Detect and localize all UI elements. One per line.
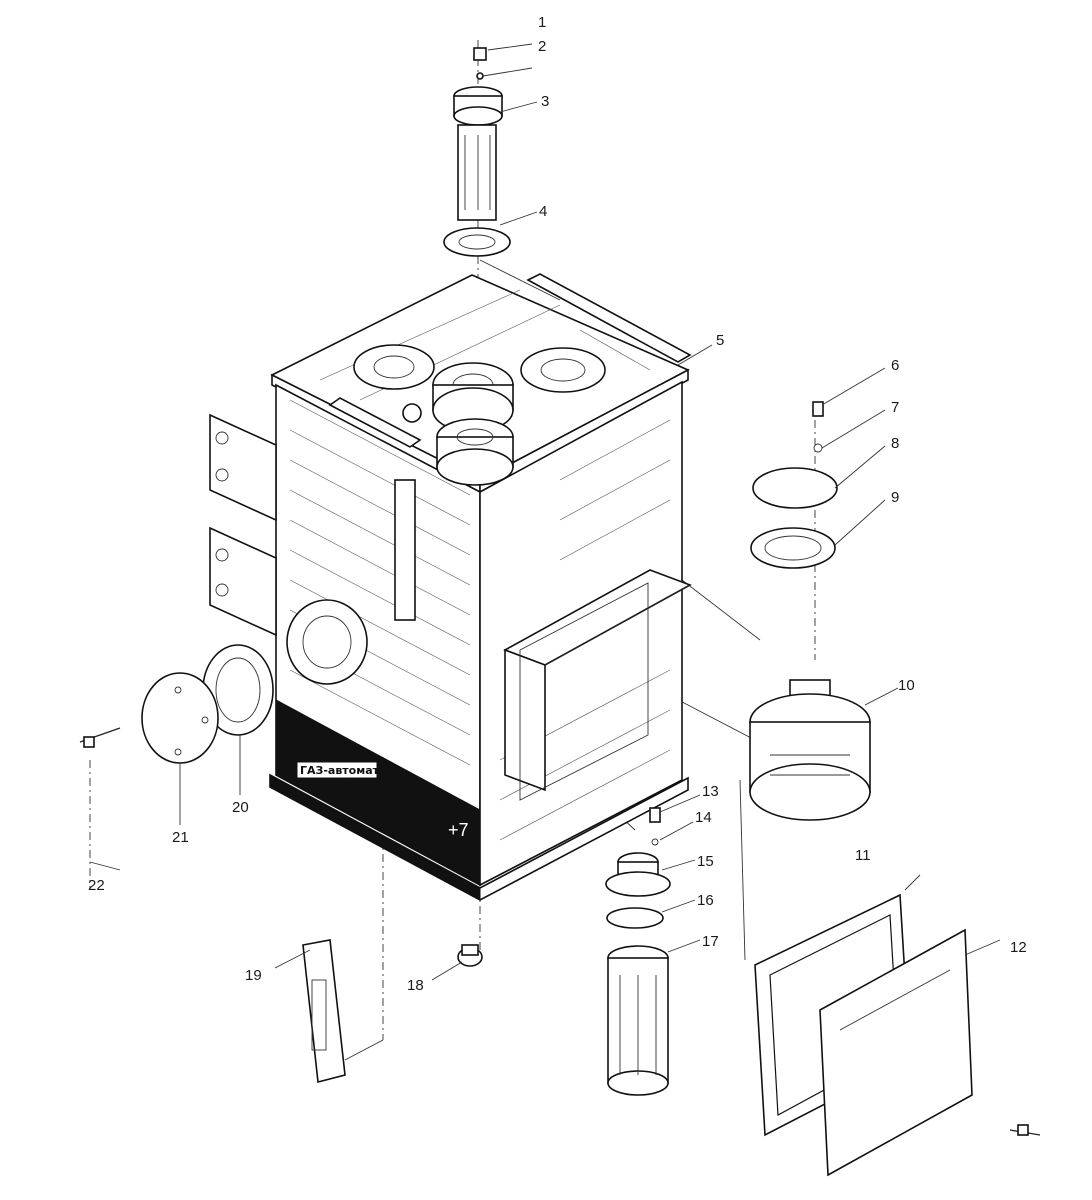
lid-bar-left — [328, 397, 422, 448]
callout-14: 14 — [695, 809, 712, 826]
lid-flanges — [353, 344, 606, 486]
callout-3: 3 — [541, 93, 549, 110]
svg-text:ГАЗ-автоматика: ГАЗ-автоматика — [300, 764, 402, 777]
callout-7: 7 — [891, 399, 899, 416]
callout-13: 13 — [702, 783, 719, 800]
callout-8: 8 — [891, 435, 899, 452]
mounting-brackets — [209, 413, 277, 637]
callout-22: 22 — [88, 877, 105, 894]
body-marking: +7 — [448, 820, 469, 840]
callout-2: 2 — [538, 38, 546, 55]
filler-screw-assembly — [443, 47, 511, 257]
callout-5: 5 — [716, 332, 724, 349]
callout-1: 1 — [538, 14, 546, 31]
callout-11: 11 — [855, 847, 871, 864]
side-flange — [141, 672, 219, 764]
strainer-large — [749, 679, 871, 821]
callout-19: 19 — [245, 967, 262, 984]
side-port — [286, 599, 368, 685]
gauge-slot — [394, 479, 416, 621]
callout-12: 12 — [1010, 939, 1027, 956]
side-cover-assembly — [750, 401, 838, 569]
level-gauge — [302, 939, 346, 1084]
drain-assembly — [605, 807, 671, 1096]
left-face-hatching — [289, 399, 471, 766]
inspection-cover — [819, 928, 973, 1177]
callout-4: 4 — [539, 203, 547, 220]
leader-lines — [89, 43, 1001, 981]
side-screw — [79, 727, 121, 748]
callout-21: 21 — [172, 829, 189, 846]
lid-bar-right — [526, 273, 692, 363]
callout-18: 18 — [407, 977, 424, 994]
callout-10: 10 — [898, 677, 915, 694]
callout-17: 17 — [702, 933, 719, 950]
callout-20: 20 — [232, 799, 249, 816]
cover-screw — [1009, 1124, 1041, 1136]
logo-stamp: ГАЗ-автоматика — [296, 761, 402, 779]
callout-6: 6 — [891, 357, 899, 374]
drain-plug — [457, 944, 483, 967]
callout-9: 9 — [891, 489, 899, 506]
inspection-window-frame — [503, 569, 692, 801]
callout-16: 16 — [697, 892, 714, 909]
callout-labels: 1 2 3 4 5 6 7 8 9 10 11 12 13 14 15 16 1… — [88, 14, 1027, 994]
side-gasket — [202, 644, 274, 736]
callout-15: 15 — [697, 853, 714, 870]
